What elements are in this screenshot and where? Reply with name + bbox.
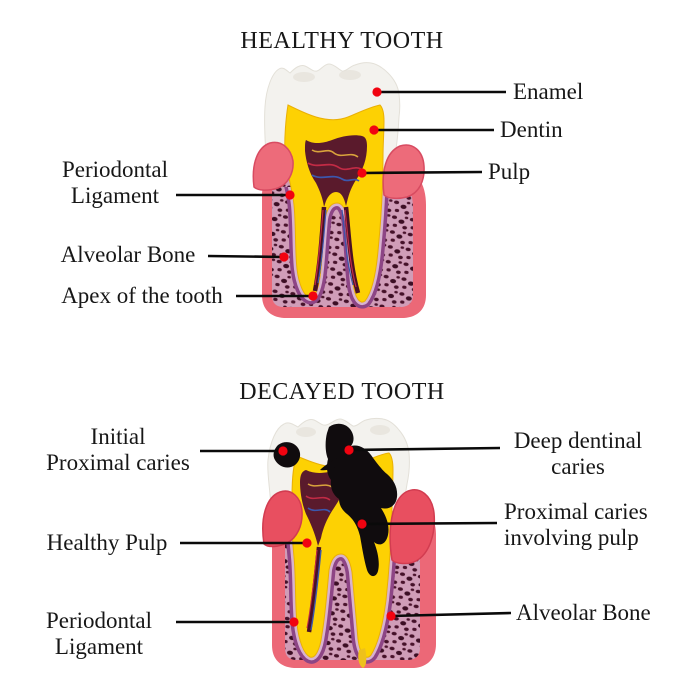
dot-deep-dentinal-caries xyxy=(344,445,354,455)
root-canal-left xyxy=(306,546,322,633)
dot-proximal-caries-involving-pulp xyxy=(357,519,367,529)
leader-alveolar-bone-healthy xyxy=(207,254,285,259)
canal-vessel-red xyxy=(306,549,318,629)
leader-proximal-caries-involving-pulp xyxy=(361,521,498,526)
label-alveolar-bone-decayed: Alveolar Bone xyxy=(516,600,651,625)
dot-dentin xyxy=(369,125,379,135)
label-proximal-caries-involving-pulp: Proximal caries involving pulp xyxy=(504,499,648,550)
label-pulp: Pulp xyxy=(488,159,531,184)
canal-vessel-red xyxy=(314,209,324,286)
label-deep-dentinal-caries: Deep dentinal caries xyxy=(513,428,643,479)
gum-mound-left xyxy=(262,490,303,548)
dot-periodontal-ligament-decayed xyxy=(289,617,299,627)
pulp-vessel-red xyxy=(307,162,362,171)
leader-pulp xyxy=(361,170,483,175)
dot-alveolar-bone-decayed xyxy=(386,611,396,621)
dot-enamel xyxy=(372,87,382,97)
label-enamel: Enamel xyxy=(513,79,584,104)
decayed-tooth-illustration xyxy=(262,417,436,668)
enamel-shading xyxy=(339,70,361,80)
dot-pulp xyxy=(357,168,367,178)
root-apex-drip xyxy=(358,648,367,668)
gum-mound-left xyxy=(252,141,294,191)
healthy-tooth-illustration xyxy=(252,62,426,318)
gum-mound-right xyxy=(389,489,436,565)
root-canal-left xyxy=(312,206,327,292)
pulp-vessel-gold xyxy=(307,483,333,488)
pulp-vessel-blue xyxy=(307,507,331,513)
label-periodontal-ligament-healthy: Periodontal Ligament xyxy=(61,157,169,208)
pointer-dots xyxy=(278,87,396,627)
dot-initial-proximal-caries xyxy=(278,446,288,456)
leader-deep-dentinal-caries xyxy=(348,446,501,452)
canal-vessel-blue xyxy=(317,209,327,284)
label-periodontal-ligament-decayed: Periodontal Ligament xyxy=(45,608,153,659)
enamel-shading xyxy=(293,72,315,82)
pulp-vessel-gold xyxy=(311,149,359,158)
dot-apex xyxy=(308,291,318,301)
canal-vessel-blue xyxy=(310,549,322,631)
pulp-vessel-blue xyxy=(311,174,360,182)
label-apex: Apex of the tooth xyxy=(61,283,223,308)
canal-vessel-blue xyxy=(341,209,354,286)
pulp-vessel-red xyxy=(305,495,331,501)
label-healthy-pulp: Healthy Pulp xyxy=(46,530,168,555)
label-initial-proximal-caries: Initial Proximal caries xyxy=(46,424,190,475)
dot-periodontal-ligament-healthy xyxy=(285,190,295,200)
leader-lines xyxy=(176,90,512,624)
canal-vessel-red xyxy=(344,209,357,288)
leader-alveolar-bone-decayed xyxy=(390,611,512,618)
healthy-section-title: HEALTHY TOOTH xyxy=(240,28,444,54)
deep-caries-shape xyxy=(325,423,398,577)
label-alveolar-bone-healthy: Alveolar Bone xyxy=(60,242,196,267)
dot-healthy-pulp xyxy=(302,538,312,548)
decayed-section-title: DECAYED TOOTH xyxy=(239,379,445,405)
dot-alveolar-bone-healthy xyxy=(279,252,289,262)
enamel-shading xyxy=(370,425,390,435)
label-dentin: Dentin xyxy=(500,117,563,142)
caries-junction-arm xyxy=(320,457,340,471)
pulp-chamber-shape xyxy=(305,135,367,207)
enamel-shading xyxy=(296,427,316,437)
